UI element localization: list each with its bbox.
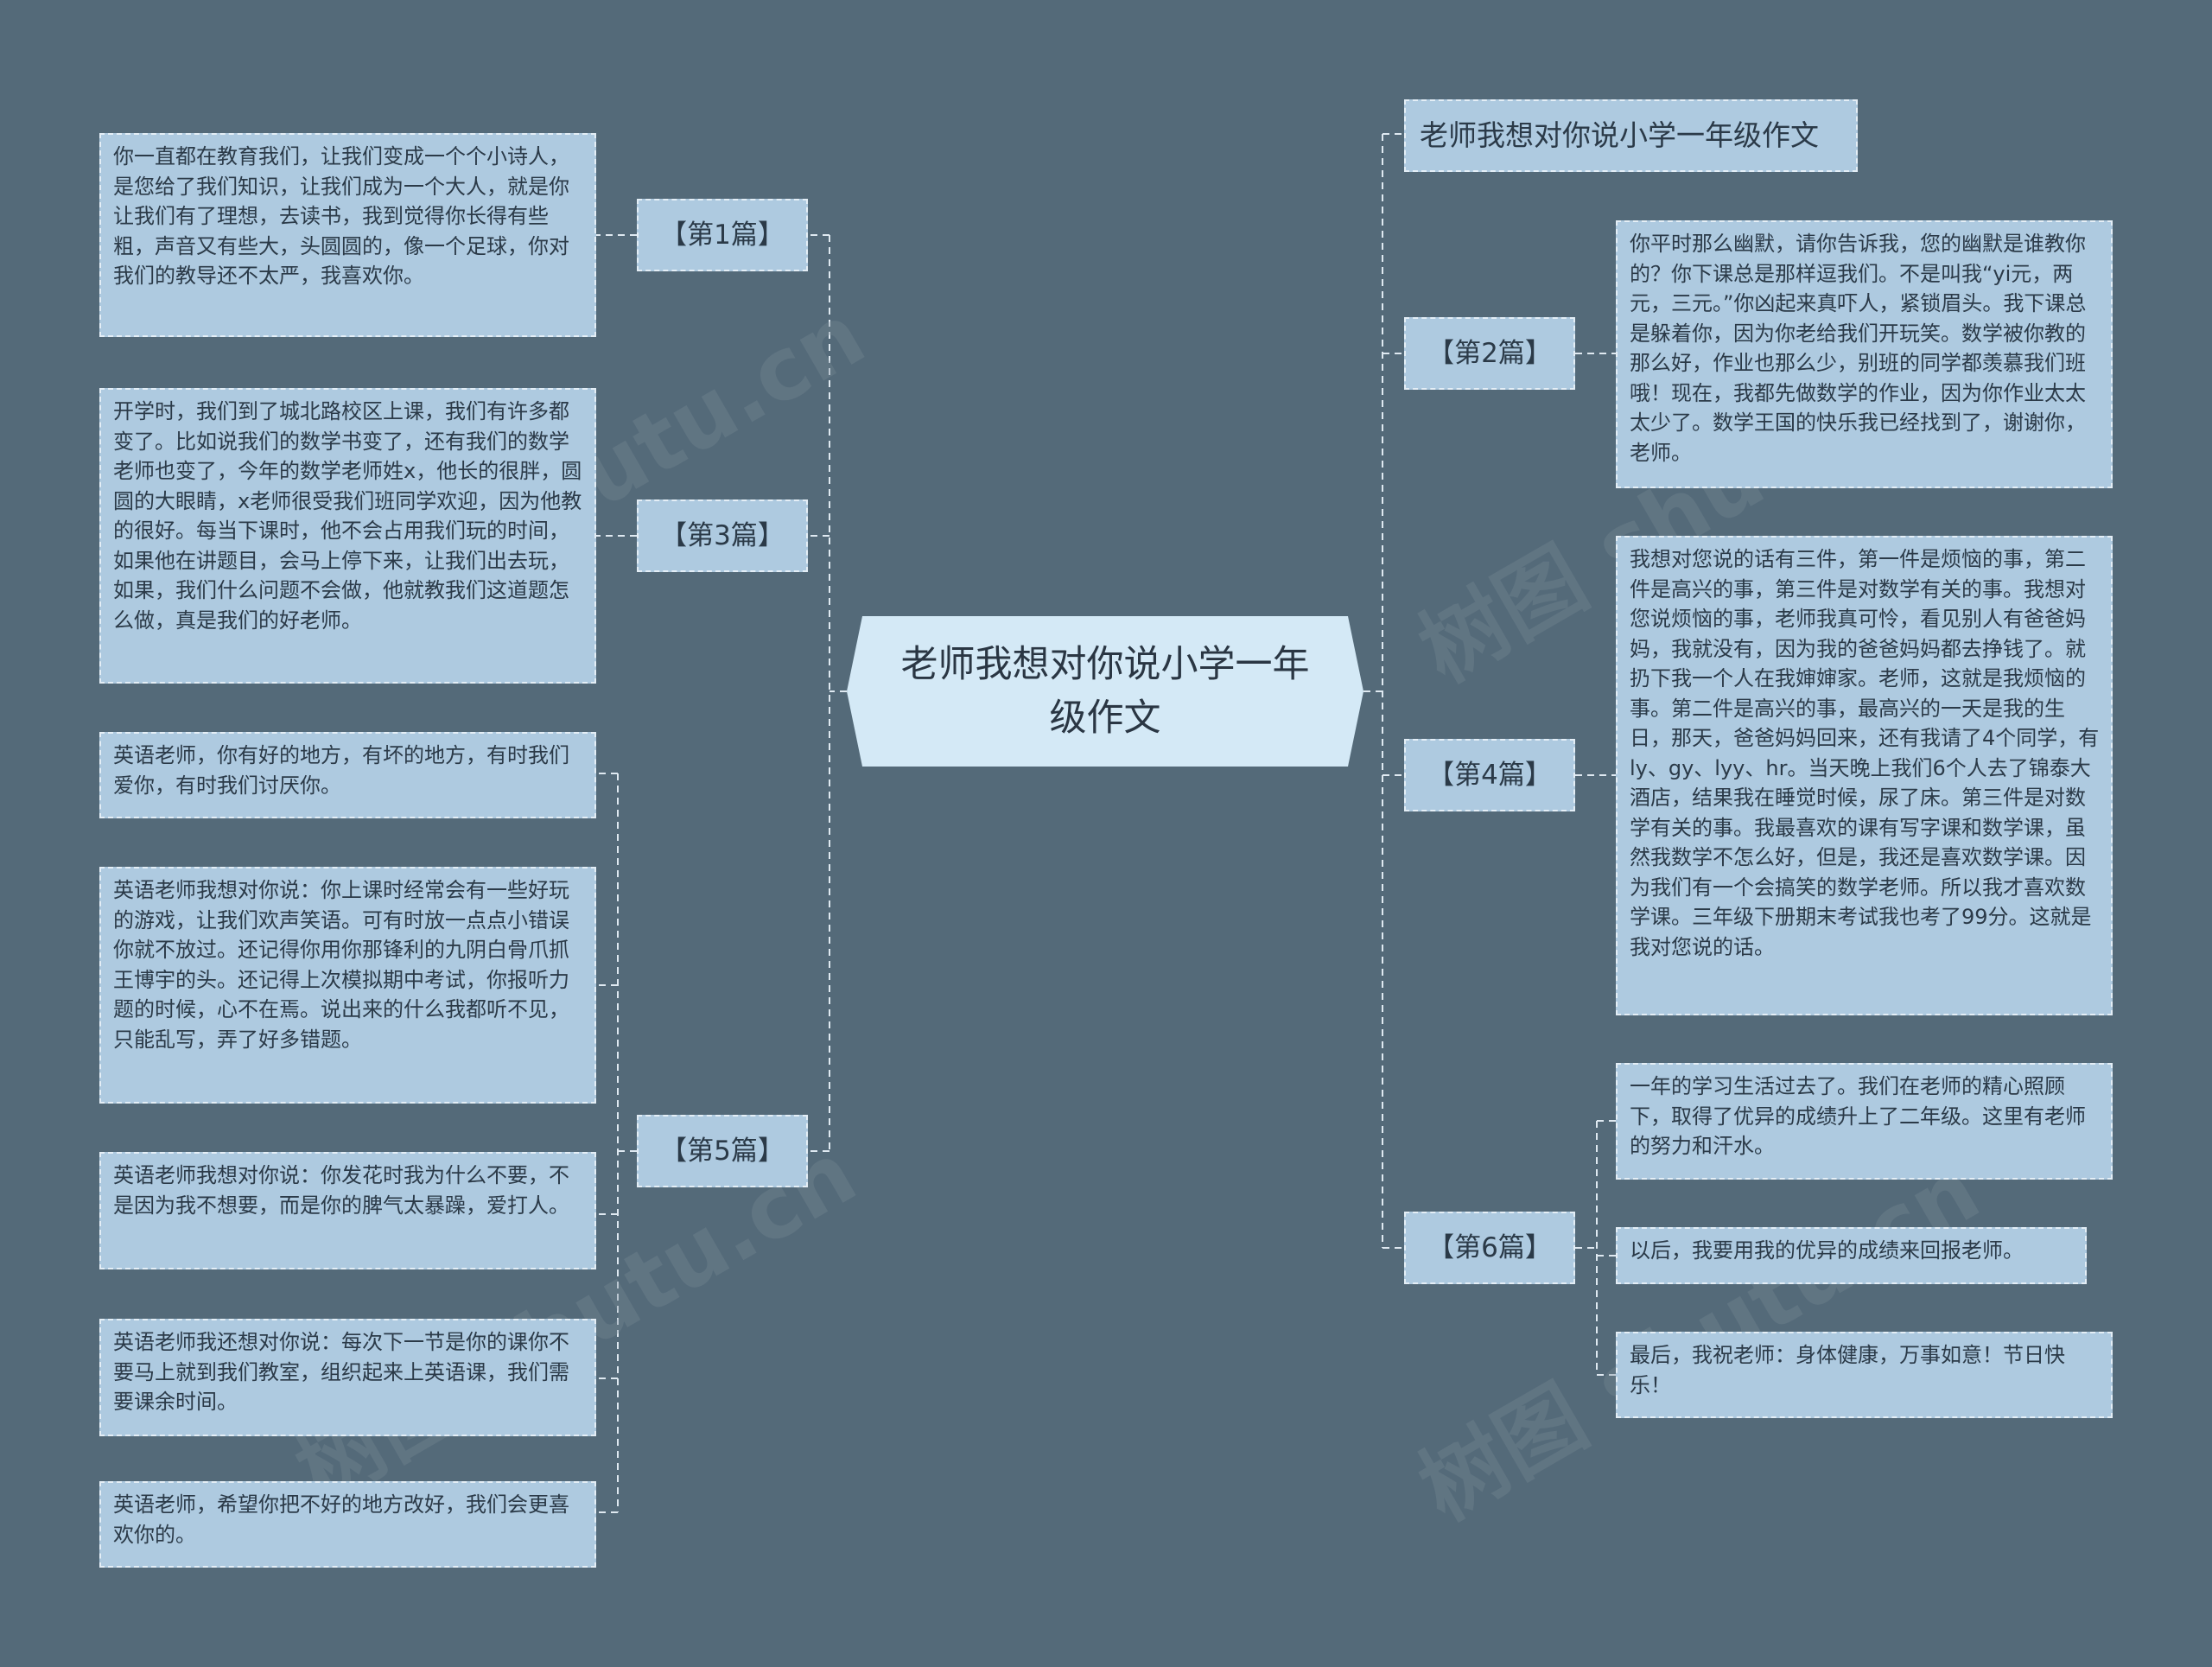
text-node-2[interactable]: 你平时那么幽默，请你告诉我，您的幽默是谁教你的？你下课总是那样逗我们。不是叫我“… [1616,220,2113,488]
branch-label-2[interactable]: 【第2篇】 [1404,317,1575,390]
text-node-3[interactable]: 开学时，我们到了城北路校区上课，我们有许多都变了。比如说我们的数学书变了，还有我… [99,388,596,684]
text-node-1[interactable]: 你一直都在教育我们，让我们变成一个个小诗人，是您给了我们知识，让我们成为一个大人… [99,133,596,337]
branch-label-4[interactable]: 【第4篇】 [1404,739,1575,811]
text-node-5a[interactable]: 英语老师，你有好的地方，有坏的地方，有时我们爱你，有时我们讨厌你。 [99,732,596,818]
root-node[interactable]: 老师我想对你说小学一年级作文 [847,616,1363,767]
branch-label-6[interactable]: 【第6篇】 [1404,1212,1575,1284]
text-node-5d[interactable]: 英语老师我还想对你说：每次下一节是你的课你不要马上就到我们教室，组织起来上英语课… [99,1319,596,1436]
text-node-4[interactable]: 我想对您说的话有三件，第一件是烦恼的事，第二件是高兴的事，第三件是对数学有关的事… [1616,536,2113,1015]
text-node-6b[interactable]: 以后，我要用我的优异的成绩来回报老师。 [1616,1227,2087,1284]
text-node-6a[interactable]: 一年的学习生活过去了。我们在老师的精心照顾下，取得了优异的成绩升上了二年级。这里… [1616,1063,2113,1180]
text-node-5e[interactable]: 英语老师，希望你把不好的地方改好，我们会更喜欢你的。 [99,1481,596,1568]
text-node-6c[interactable]: 最后，我祝老师：身体健康，万事如意！节日快乐！ [1616,1332,2113,1418]
branch-label-3[interactable]: 【第3篇】 [637,499,808,572]
text-node-5c[interactable]: 英语老师我想对你说：你发花时我为什么不要，不是因为我不想要，而是你的脾气太暴躁，… [99,1152,596,1269]
branch-label-1[interactable]: 【第1篇】 [637,199,808,271]
right-title-node[interactable]: 老师我想对你说小学一年级作文 [1404,99,1858,172]
branch-label-5[interactable]: 【第5篇】 [637,1115,808,1187]
text-node-5b[interactable]: 英语老师我想对你说：你上课时经常会有一些好玩的游戏，让我们欢声笑语。可有时放一点… [99,867,596,1104]
